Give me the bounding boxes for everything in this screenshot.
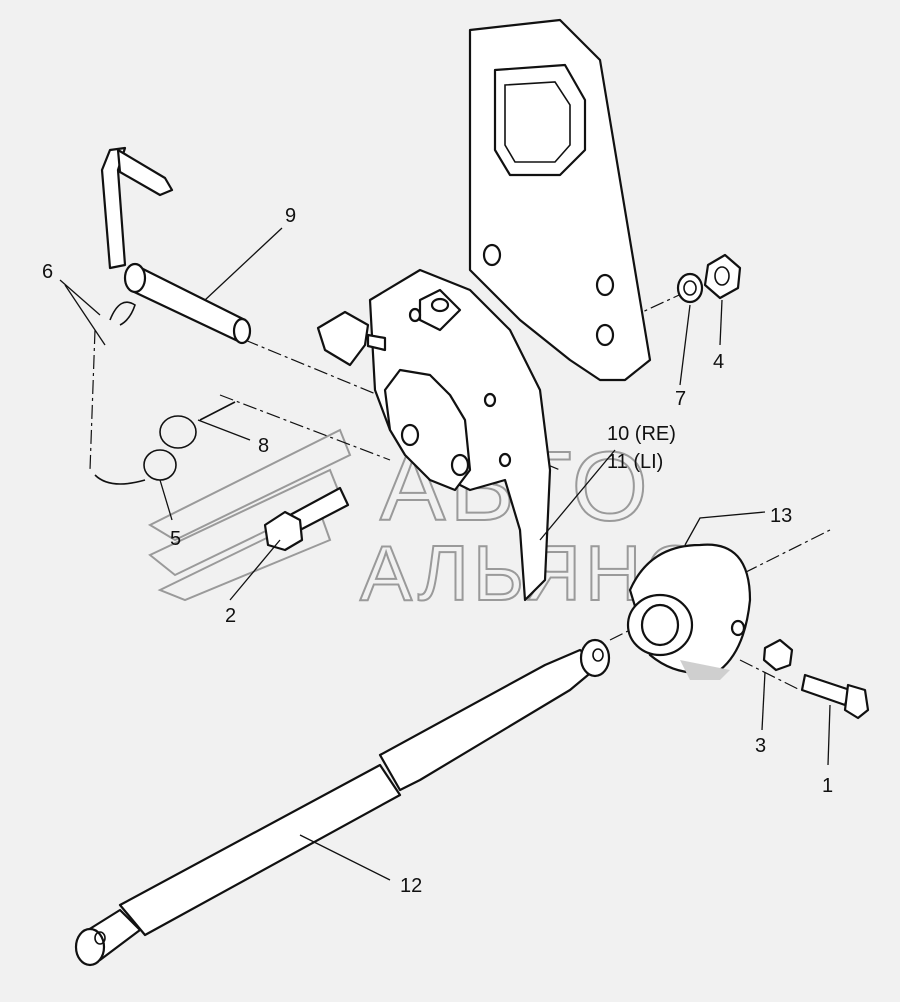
bolt-2 (263, 486, 350, 552)
callout-7: 7 (675, 388, 686, 410)
callout-12: 12 (400, 875, 422, 897)
hitch-bracket (316, 268, 552, 602)
callout-6: 6 (42, 261, 53, 283)
shaft-12 (74, 638, 611, 967)
callout-1: 1 (822, 775, 833, 797)
nut-3 (762, 638, 794, 672)
bolt-1 (800, 673, 870, 720)
callout-2: 2 (225, 605, 236, 627)
pin-9 (100, 146, 252, 345)
callout-13: 13 (770, 505, 792, 527)
nut-4 (703, 253, 742, 300)
leader-lines (59, 227, 831, 881)
washer-7 (676, 272, 704, 304)
hub-13 (626, 543, 752, 680)
callout-4: 4 (713, 351, 724, 373)
callout-10: 10 (RE) (607, 423, 676, 445)
callout-11: 11 (LI) (607, 451, 663, 473)
callout-3: 3 (755, 735, 766, 757)
callout-5: 5 (170, 528, 181, 550)
callout-9: 9 (285, 205, 296, 227)
callout-8: 8 (258, 435, 269, 457)
mounting-plate (468, 18, 652, 382)
callouts: 9 6 8 5 2 7 4 10 (RE) 11 (LI) 13 3 1 12 (42, 205, 833, 897)
